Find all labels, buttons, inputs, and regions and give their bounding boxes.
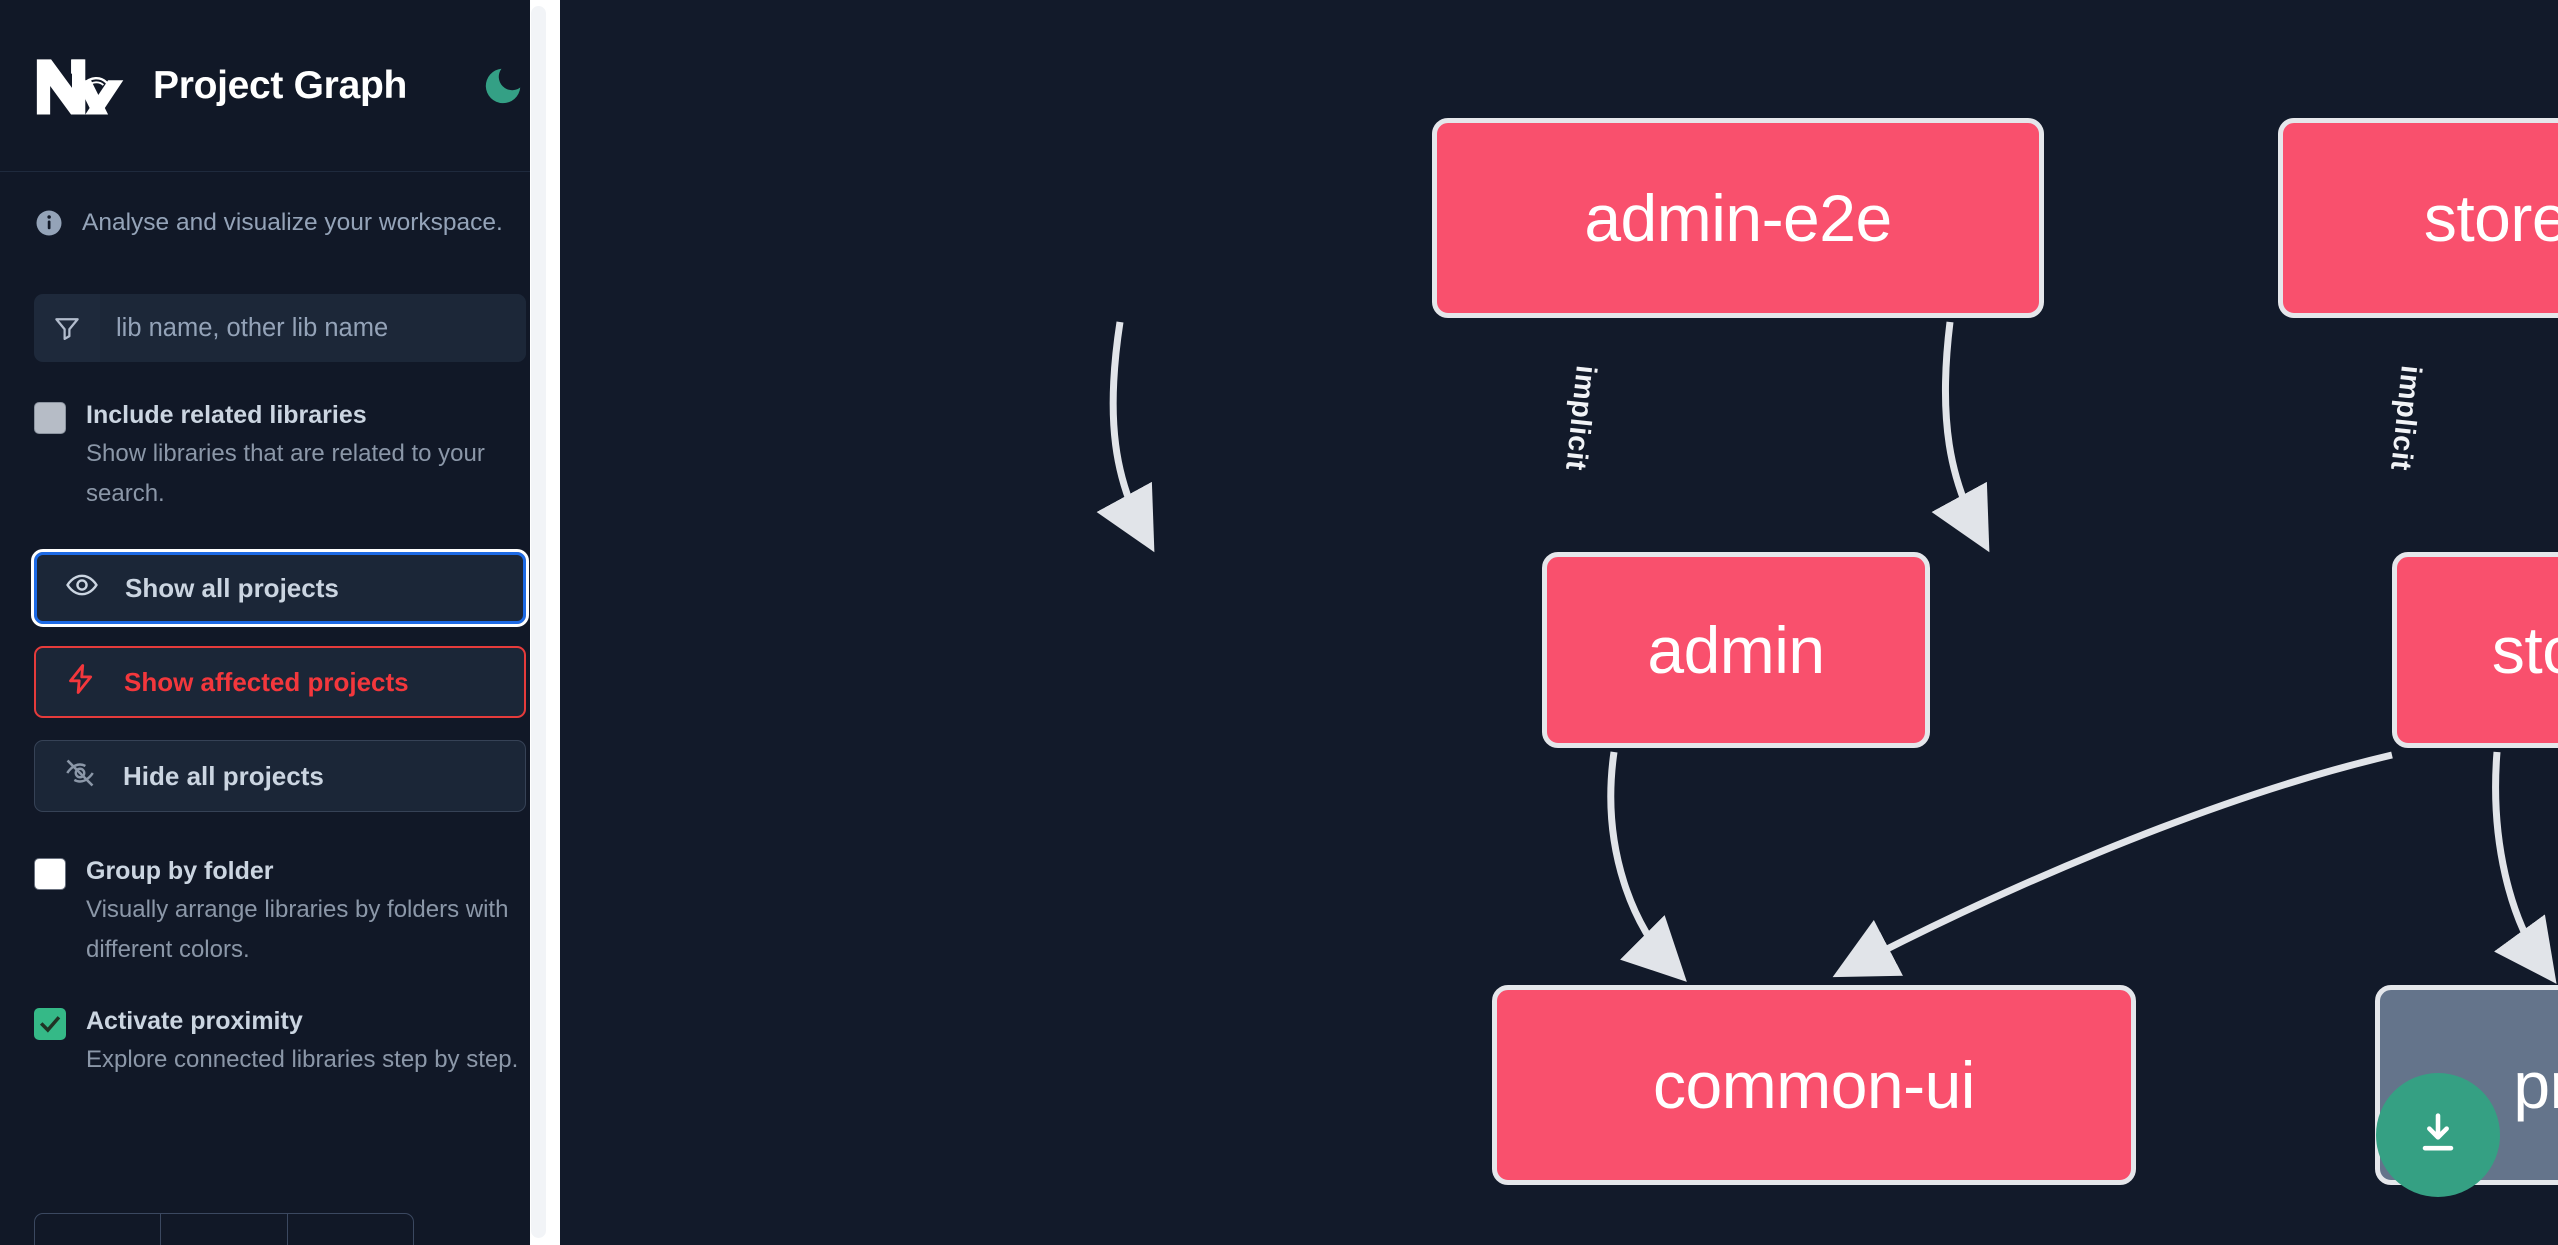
graph-node-common-ui[interactable]: common-ui <box>1492 985 2136 1185</box>
checkbox-include-related-libraries[interactable]: Include related libraries Show libraries… <box>0 362 560 514</box>
project-visibility-buttons: Show all projects Show affected projects <box>0 514 560 812</box>
checkbox-indicator-group-by-folder[interactable] <box>34 858 66 890</box>
page-title: Project Graph <box>153 63 407 107</box>
show-affected-projects-button[interactable]: Show affected projects <box>34 646 526 718</box>
edge-store-to-common-ui <box>1832 751 2393 978</box>
checkbox-group-by-folder[interactable]: Group by folder Visually arrange librari… <box>0 812 560 970</box>
graph-node-label: common-ui <box>1653 1048 1975 1122</box>
hide-all-projects-label: Hide all projects <box>123 760 324 791</box>
graph-canvas[interactable]: admin-e2e store-e2e admin store common-u… <box>560 0 2558 1245</box>
graph-node-label: store <box>2491 613 2558 687</box>
edge-label-store-implicit: implicit <box>2384 363 2427 473</box>
show-affected-projects-label: Show affected projects <box>124 666 409 697</box>
proximity-stepper-control[interactable] <box>34 1213 414 1245</box>
download-icon <box>2412 1107 2464 1164</box>
proximity-step-increase[interactable] <box>288 1214 413 1245</box>
graph-node-store-e2e[interactable]: store-e2e <box>2278 118 2558 318</box>
filter-bar[interactable] <box>34 294 526 362</box>
sidebar-content: Project Graph Analyse and visualize your… <box>0 0 560 1245</box>
hide-all-projects-button[interactable]: Hide all projects <box>34 740 526 812</box>
checkbox-indicator-include-related[interactable] <box>34 402 66 434</box>
edge-store-to-products <box>2492 751 2557 984</box>
proximity-step-decrease[interactable] <box>35 1214 162 1245</box>
sidebar-scrollbar-thumb[interactable] <box>531 6 546 1238</box>
checkbox-label-activate-proximity: Activate proximity <box>86 1007 303 1035</box>
graph-node-store[interactable]: store <box>2392 552 2558 748</box>
checkbox-activate-proximity[interactable]: Activate proximity Explore connected lib… <box>0 970 560 1080</box>
eye-icon <box>65 568 99 609</box>
lightning-icon <box>64 662 98 703</box>
edge-label-admin-implicit: implicit <box>1559 363 1602 473</box>
edge-admin-e2e-to-admin <box>1096 321 1155 553</box>
graph-node-admin-e2e[interactable]: admin-e2e <box>1432 118 2044 318</box>
show-all-projects-button[interactable]: Show all projects <box>31 549 529 627</box>
proximity-step-value[interactable] <box>161 1214 288 1245</box>
graph-node-label: admin-e2e <box>1584 181 1892 255</box>
checkbox-description-include-related: Show libraries that are related to your … <box>86 440 485 507</box>
graph-node-label: admin <box>1647 613 1825 687</box>
nx-logo <box>34 55 129 117</box>
sidebar: Project Graph Analyse and visualize your… <box>0 0 560 1245</box>
funnel-icon <box>34 294 100 362</box>
checkbox-label-include-related: Include related libraries <box>86 401 367 429</box>
search-input[interactable] <box>100 294 526 362</box>
edge-admin-to-common-ui <box>1607 751 1687 982</box>
info-icon <box>34 208 64 238</box>
edge-store-e2e-to-store <box>1931 321 1990 553</box>
sidebar-header: Project Graph <box>0 0 560 172</box>
sidebar-subtitle-row: Analyse and visualize your workspace. <box>0 172 560 238</box>
moon-icon[interactable] <box>480 63 526 109</box>
checkbox-description-activate-proximity: Explore connected libraries step by step… <box>86 1046 519 1073</box>
graph-node-admin[interactable]: admin <box>1542 552 1930 748</box>
download-graph-button[interactable] <box>2376 1073 2500 1197</box>
checkbox-label-group-by-folder: Group by folder <box>86 857 274 885</box>
checkbox-description-group-by-folder: Visually arrange libraries by folders wi… <box>86 896 509 963</box>
sidebar-subtitle: Analyse and visualize your workspace. <box>82 209 503 236</box>
checkbox-indicator-activate-proximity[interactable] <box>34 1008 66 1040</box>
eye-off-icon <box>63 756 97 797</box>
show-all-projects-label: Show all projects <box>125 572 339 603</box>
graph-node-label: store-e2e <box>2423 181 2558 255</box>
graph-node-label: products <box>2513 1048 2558 1122</box>
